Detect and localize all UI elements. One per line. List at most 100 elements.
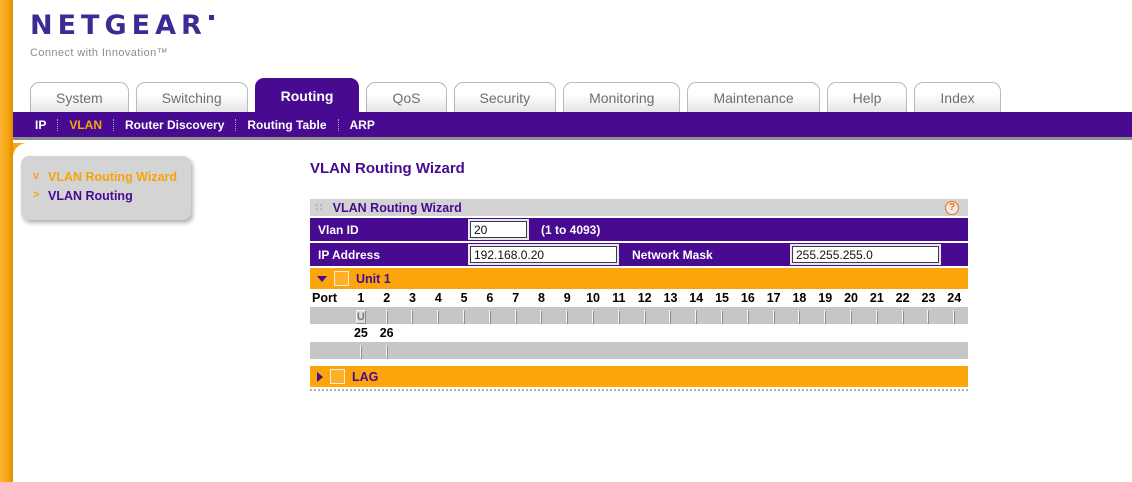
logo-tagline: Connect with Innovation™ [30,47,169,59]
port-number-empty [632,326,658,340]
submenu-separator [113,118,115,131]
port-cell-empty-col [735,342,761,360]
port-cell-8[interactable] [540,309,543,324]
port-cell-7[interactable] [514,309,517,324]
port-cell-col [658,307,684,325]
port-cell-21[interactable] [875,309,878,324]
sidebar-item-vlan-routing[interactable]: >VLAN Routing [31,187,183,206]
submenu-item-router-discovery[interactable]: Router Discovery [125,117,225,132]
port-number-20: 20 [844,291,858,305]
port-cell-col [477,307,503,325]
lag-select-all-checkbox[interactable] [330,369,345,384]
port-cell-18[interactable] [798,309,801,324]
port-cell-col [683,307,709,325]
port-number-5: 5 [460,291,468,305]
port-cell-col [580,307,606,325]
port-cell-col [425,307,451,325]
port-cell-col [529,307,555,325]
submenu-item-vlan[interactable]: VLAN [69,117,103,132]
port-cell-14[interactable] [695,309,698,324]
port-cell-13[interactable] [669,309,672,324]
port-cell-12[interactable] [643,309,646,324]
routing-submenu: IP VLAN Router Discovery Routing Table ARP [13,112,1132,140]
tab-security[interactable]: Security [453,82,557,112]
tab-system[interactable]: System [30,82,129,112]
port-cell-2[interactable] [385,309,388,324]
port-number-8: 8 [538,291,545,305]
port-number-17: 17 [766,291,781,305]
port-cell-empty-col [683,342,709,360]
submenu-item-arp[interactable]: ARP [349,117,375,132]
network-mask-input[interactable] [792,246,939,263]
port-cell-1[interactable]: U [355,309,366,324]
port-number-empty [890,326,916,340]
port-cell-6[interactable] [488,309,491,324]
port-number-19: 19 [818,291,833,305]
port-number-empty [529,326,555,340]
port-cell-19[interactable] [824,309,827,324]
tab-switching[interactable]: Switching [135,82,248,112]
unit1-collapse-icon[interactable] [317,275,327,282]
port-cell-20[interactable] [850,309,853,324]
port-cell-15[interactable] [721,309,724,324]
ip-address-input[interactable] [470,246,617,263]
submenu-item-routing-table[interactable]: Routing Table [247,117,327,132]
lag-expand-icon[interactable] [317,371,323,382]
submenu-item-ip[interactable]: IP [35,117,47,132]
vlan-routing-wizard-panel: :: VLAN Routing Wizard ? Vlan ID (1 to 4… [310,199,968,391]
port-cell-11[interactable] [617,309,620,324]
port-number-empty [787,326,813,340]
port-cell-empty-col [890,342,916,360]
port-cell-9[interactable] [566,309,569,324]
port-cell-16[interactable] [746,309,749,324]
port-number-25: 25 [353,326,368,340]
port-number-empty [941,326,967,340]
port-cell-26[interactable] [385,344,388,359]
port-cell-4[interactable] [437,309,440,324]
unit1-bar: Unit 1 [310,268,968,289]
submenu-separator [57,118,59,131]
unit1-select-all-checkbox[interactable] [334,271,349,286]
port-cell-24[interactable] [953,309,956,324]
port-number-26: 26 [379,326,394,340]
port-number-empty [606,326,632,340]
vlan-id-input[interactable] [470,221,527,238]
port-cell-col [761,307,787,325]
ip-address-label: IP Address [318,247,381,262]
port-number-21: 21 [869,291,884,305]
tab-monitoring[interactable]: Monitoring [563,82,681,112]
port-cell-22[interactable] [901,309,904,324]
tab-help[interactable]: Help [826,82,908,112]
tab-maintenance[interactable]: Maintenance [687,82,820,112]
port-cell-col [554,307,580,325]
port-number-empty [761,326,787,340]
port-cell-col [916,307,942,325]
port-cell-col [374,342,400,360]
lag-bar: LAG [310,366,968,387]
port-cell-5[interactable] [463,309,466,324]
port-number-empty [838,326,864,340]
netgear-logo: NETGEAR [30,10,214,41]
tab-routing[interactable]: Routing [254,78,360,112]
help-icon[interactable]: ? [945,200,959,215]
port-cell-col [890,307,916,325]
port-cell-17[interactable] [772,309,775,324]
submenu-separator [337,118,339,131]
port-cell-23[interactable] [927,309,930,324]
tab-index[interactable]: Index [914,82,1001,112]
port-cell-3[interactable] [411,309,414,324]
port-cell-col [812,307,838,325]
port-number-empty [425,326,451,340]
port-number-24: 24 [947,291,962,305]
port-number-3: 3 [409,291,416,305]
port-cell-empty-col [632,342,658,360]
port-cell-10[interactable] [592,309,595,324]
page-left-accent-strip [0,0,13,482]
port-cell-25[interactable] [359,344,362,359]
port-cell-empty-col [400,342,426,360]
port-cell-empty-col [812,342,838,360]
port-number-empty [658,326,684,340]
tab-qos[interactable]: QoS [366,82,447,112]
